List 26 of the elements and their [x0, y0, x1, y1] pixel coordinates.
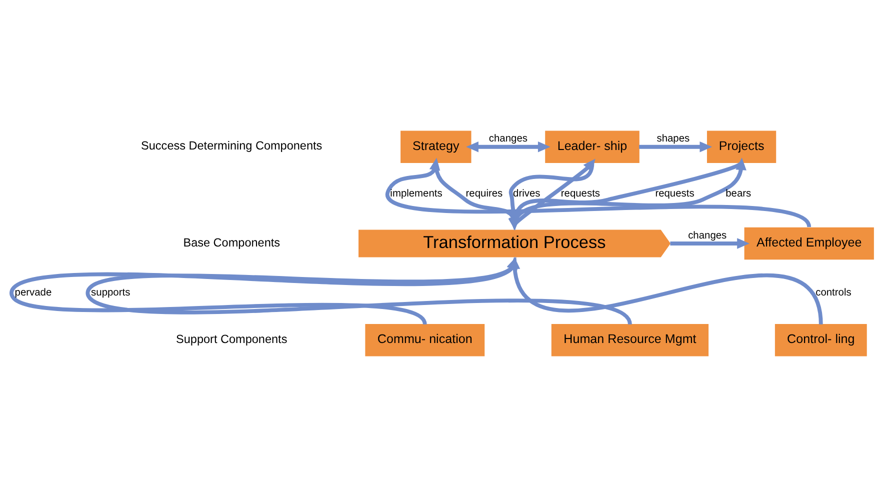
node-box: Commu- nication [365, 324, 485, 356]
edge-label: bears [726, 188, 752, 200]
label: Success Determining Components [141, 139, 322, 152]
node-box: Strategy [400, 130, 472, 162]
edge-label: requests [655, 188, 694, 200]
edge-label: supports [91, 287, 130, 298]
edge-label: pervade [14, 287, 52, 298]
edge-label: changes [688, 230, 727, 241]
label: Base Components [183, 236, 280, 249]
node-box: Human Resource Mgmt [551, 324, 709, 356]
edge-label: controls [816, 287, 852, 298]
arrow [386, 157, 811, 228]
arrow [670, 238, 750, 248]
arrow [639, 140, 712, 152]
edge-label: changes [488, 133, 528, 144]
label: Support Components [176, 332, 288, 346]
edge-label: requires [466, 188, 503, 200]
edge-label: drives [513, 188, 540, 200]
node-box: Control- ling [774, 324, 867, 356]
node-box: Affected Employee [744, 226, 874, 260]
arrow [466, 140, 550, 152]
edge-label: requests [560, 188, 600, 200]
node-box: Projects [706, 130, 776, 162]
edge-label: implements [390, 188, 442, 200]
node-box: Leader- ship [545, 130, 640, 162]
edge-label: shapes [656, 133, 690, 144]
